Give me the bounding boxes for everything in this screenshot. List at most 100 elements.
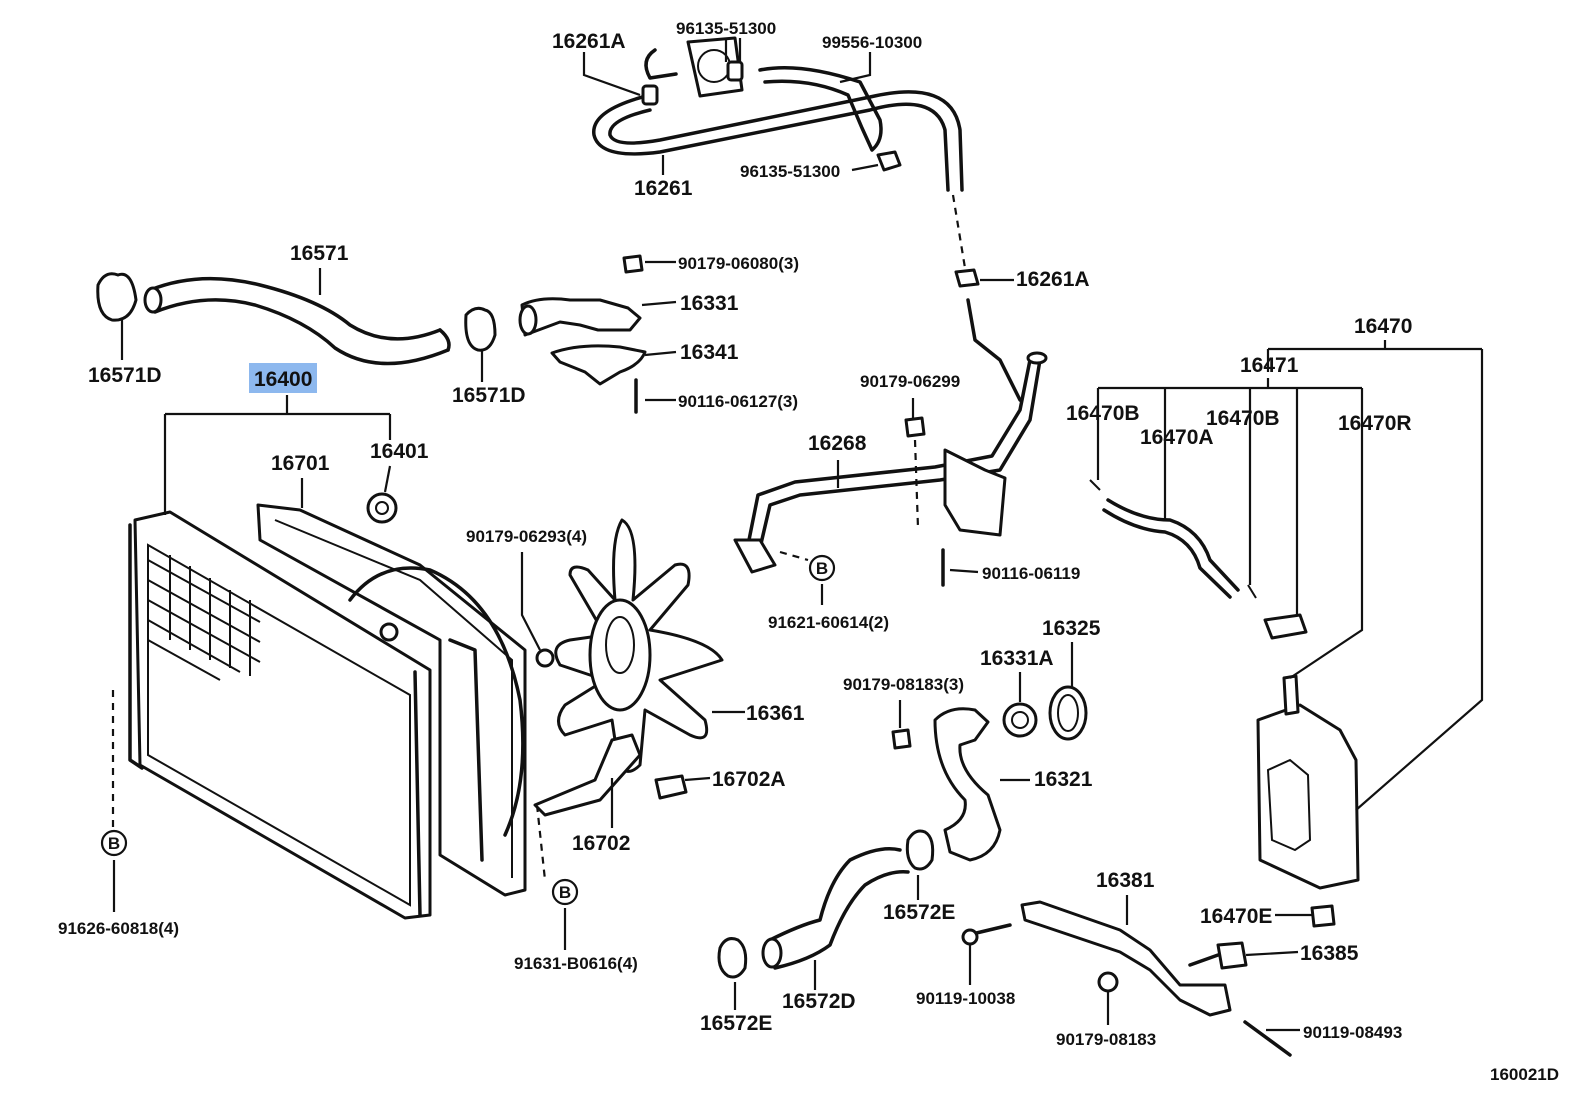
label-16331[interactable]: 16331 — [680, 292, 739, 315]
clamp-16572E-left — [717, 937, 748, 979]
label-16341[interactable]: 16341 — [680, 341, 739, 364]
radiator-cap-16401 — [366, 492, 398, 524]
nut-90179-08183-3 — [891, 728, 912, 750]
clamp-96135-mid — [876, 150, 902, 172]
label-16470E[interactable]: 16470E — [1200, 905, 1272, 928]
sensor-16385 — [1216, 941, 1248, 970]
clamp-16571D-right — [464, 306, 497, 352]
ref-b-circle-2 — [551, 878, 579, 906]
flange-16268 — [733, 538, 777, 574]
label-91626-60818[interactable]: 91626-60818(4) — [58, 919, 179, 938]
pipe-16268 — [758, 358, 1042, 550]
valve-body — [686, 36, 744, 98]
pipe-bracket — [943, 448, 1007, 537]
upper-radiator-hose — [96, 272, 497, 366]
part-labels: 16261A 96135-51300 99556-10300 96135-513… — [58, 19, 1412, 1049]
bypass-hose-assembly — [592, 36, 980, 288]
label-16401[interactable]: 16401 — [370, 440, 429, 463]
water-outlet-group — [518, 254, 647, 414]
ref-b-circle-1 — [100, 829, 128, 857]
label-16471[interactable]: 16471 — [1240, 354, 1299, 377]
label-16701[interactable]: 16701 — [271, 452, 330, 475]
label-16470B-right[interactable]: 16470B — [1206, 407, 1280, 430]
label-16325[interactable]: 16325 — [1042, 617, 1101, 640]
label-16702A[interactable]: 16702A — [712, 768, 786, 791]
ref-b-label-1: B — [108, 834, 120, 853]
label-16261A-mid[interactable]: 16261A — [1016, 268, 1090, 291]
label-90179-06293[interactable]: 90179-06293(4) — [466, 527, 587, 546]
thermostat-16331A — [1002, 702, 1038, 738]
label-16702[interactable]: 16702 — [572, 832, 630, 855]
label-16361[interactable]: 16361 — [746, 702, 805, 725]
bolt-90119-08493 — [1243, 1020, 1292, 1057]
cap-16470R — [1263, 613, 1308, 640]
reservoir-neck — [1282, 674, 1300, 716]
label-16261A-top[interactable]: 16261A — [552, 30, 626, 53]
label-16470R[interactable]: 16470R — [1338, 412, 1412, 435]
hose-16572D — [768, 847, 902, 942]
thermostat-group — [891, 685, 1088, 862]
label-16572E-left[interactable]: 16572E — [700, 1012, 772, 1035]
shroud-16702 — [533, 733, 642, 817]
nut-90179-06080 — [622, 254, 644, 274]
label-96135-51300-mid[interactable]: 96135-51300 — [740, 162, 840, 181]
label-16268[interactable]: 16268 — [808, 432, 867, 455]
hose-16470A — [1106, 498, 1240, 592]
label-16470A[interactable]: 16470A — [1140, 426, 1214, 449]
bracket-16381 — [1020, 900, 1232, 1017]
water-outlet-16331 — [520, 297, 642, 337]
clamp-16261A-mid — [954, 268, 980, 288]
label-16400[interactable]: 16400 — [254, 368, 312, 391]
fan-clutch — [588, 598, 652, 712]
label-90179-06080[interactable]: 90179-06080(3) — [678, 254, 799, 273]
radiator-assembly — [111, 492, 432, 920]
clamp-16261A-top — [641, 84, 659, 106]
fan-shroud-16701 — [256, 503, 527, 897]
label-16571D-right[interactable]: 16571D — [452, 384, 526, 407]
label-90179-06299[interactable]: 90179-06299 — [860, 372, 960, 391]
fan-shroud-group — [256, 503, 547, 897]
label-16571[interactable]: 16571 — [290, 242, 349, 265]
label-16385[interactable]: 16385 — [1300, 942, 1359, 965]
label-16261[interactable]: 16261 — [634, 177, 693, 200]
fan-group — [533, 518, 724, 817]
label-90179-08183[interactable]: 90179-08183 — [1056, 1030, 1156, 1049]
label-91621-60614[interactable]: 91621-60614(2) — [768, 613, 889, 632]
clip-16702A — [654, 774, 688, 800]
reference-marks: B B B — [100, 554, 836, 906]
label-16572D[interactable]: 16572D — [782, 990, 856, 1013]
label-90179-08183-3[interactable]: 90179-08183(3) — [843, 675, 964, 694]
selected-part-highlight — [249, 363, 317, 393]
clamp-96135-top — [726, 60, 744, 82]
label-16572E-right[interactable]: 16572E — [883, 901, 955, 924]
label-91631-B0616[interactable]: 91631-B0616(4) — [514, 954, 638, 973]
label-16381[interactable]: 16381 — [1096, 869, 1155, 892]
reservoir-group — [1089, 479, 1360, 928]
ref-b-circle-3 — [808, 554, 836, 582]
label-99556-10300[interactable]: 99556-10300 — [822, 33, 922, 52]
gasket-16341 — [550, 344, 647, 386]
lower-hose-group — [717, 829, 935, 979]
label-16321[interactable]: 16321 — [1034, 768, 1093, 791]
bracket-group — [961, 900, 1292, 1057]
hose-16261 — [592, 93, 950, 192]
nut-90179-06299 — [904, 416, 926, 438]
hose-16321 — [933, 707, 1002, 862]
label-90116-06127[interactable]: 90116-06127(3) — [678, 392, 798, 411]
label-90119-08493[interactable]: 90119-08493 — [1303, 1023, 1402, 1042]
nut-90179-06293 — [535, 648, 555, 668]
label-16470B-left[interactable]: 16470B — [1066, 402, 1140, 425]
label-16571D-left[interactable]: 16571D — [88, 364, 162, 387]
hose-16571 — [148, 276, 442, 341]
label-16331A[interactable]: 16331A — [980, 647, 1054, 670]
label-96135-51300-top[interactable]: 96135-51300 — [676, 19, 776, 38]
ref-b-label-2: B — [559, 883, 571, 902]
clamp-16572E-right — [905, 829, 935, 871]
clamp-16571D-left — [96, 272, 138, 322]
label-90116-06119[interactable]: 90116-06119 — [982, 564, 1080, 583]
label-90119-10038[interactable]: 90119-10038 — [916, 989, 1015, 1008]
ref-b-label-3: B — [816, 559, 828, 578]
leader-lines — [112, 38, 1484, 1032]
label-16470[interactable]: 16470 — [1354, 315, 1412, 338]
